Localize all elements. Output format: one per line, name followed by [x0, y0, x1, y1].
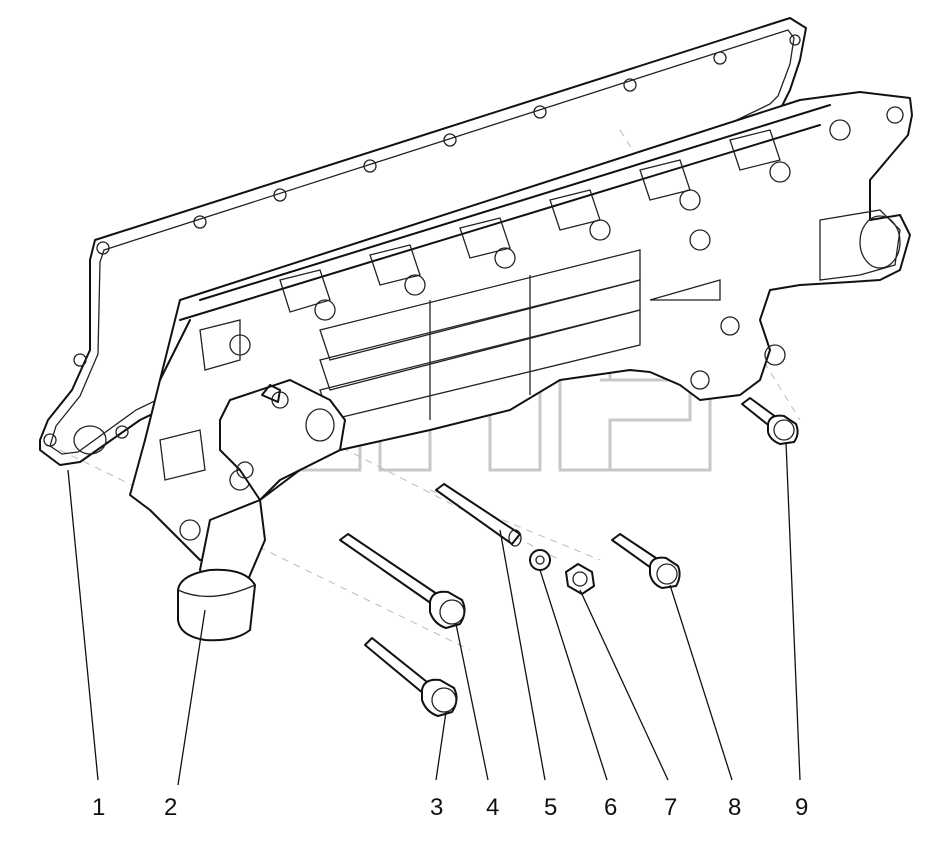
callout-5: 5 — [544, 794, 557, 821]
callout-4: 4 — [486, 794, 499, 821]
callout-9: 9 — [795, 794, 808, 821]
filler-neck-part — [177, 379, 346, 642]
washer-part-6 — [529, 549, 551, 571]
callout-3: 3 — [430, 794, 443, 821]
bolt-part-3 — [364, 637, 458, 717]
bolt-part-4 — [339, 533, 466, 629]
oil-cooler-housing — [129, 91, 913, 561]
stud-part-5 — [435, 483, 522, 547]
callout-1: 1 — [92, 794, 105, 821]
callout-2: 2 — [164, 794, 177, 821]
nut-part-7 — [565, 563, 595, 595]
callout-8: 8 — [728, 794, 741, 821]
bolt-part-9 — [741, 397, 799, 445]
callout-labels: 1 2 3 4 5 6 7 8 9 — [92, 794, 808, 821]
callout-7: 7 — [664, 794, 677, 821]
callout-6: 6 — [604, 794, 617, 821]
gasket-part — [39, 17, 807, 466]
bolt-part-8 — [611, 533, 681, 589]
leader-lines — [67, 441, 801, 786]
